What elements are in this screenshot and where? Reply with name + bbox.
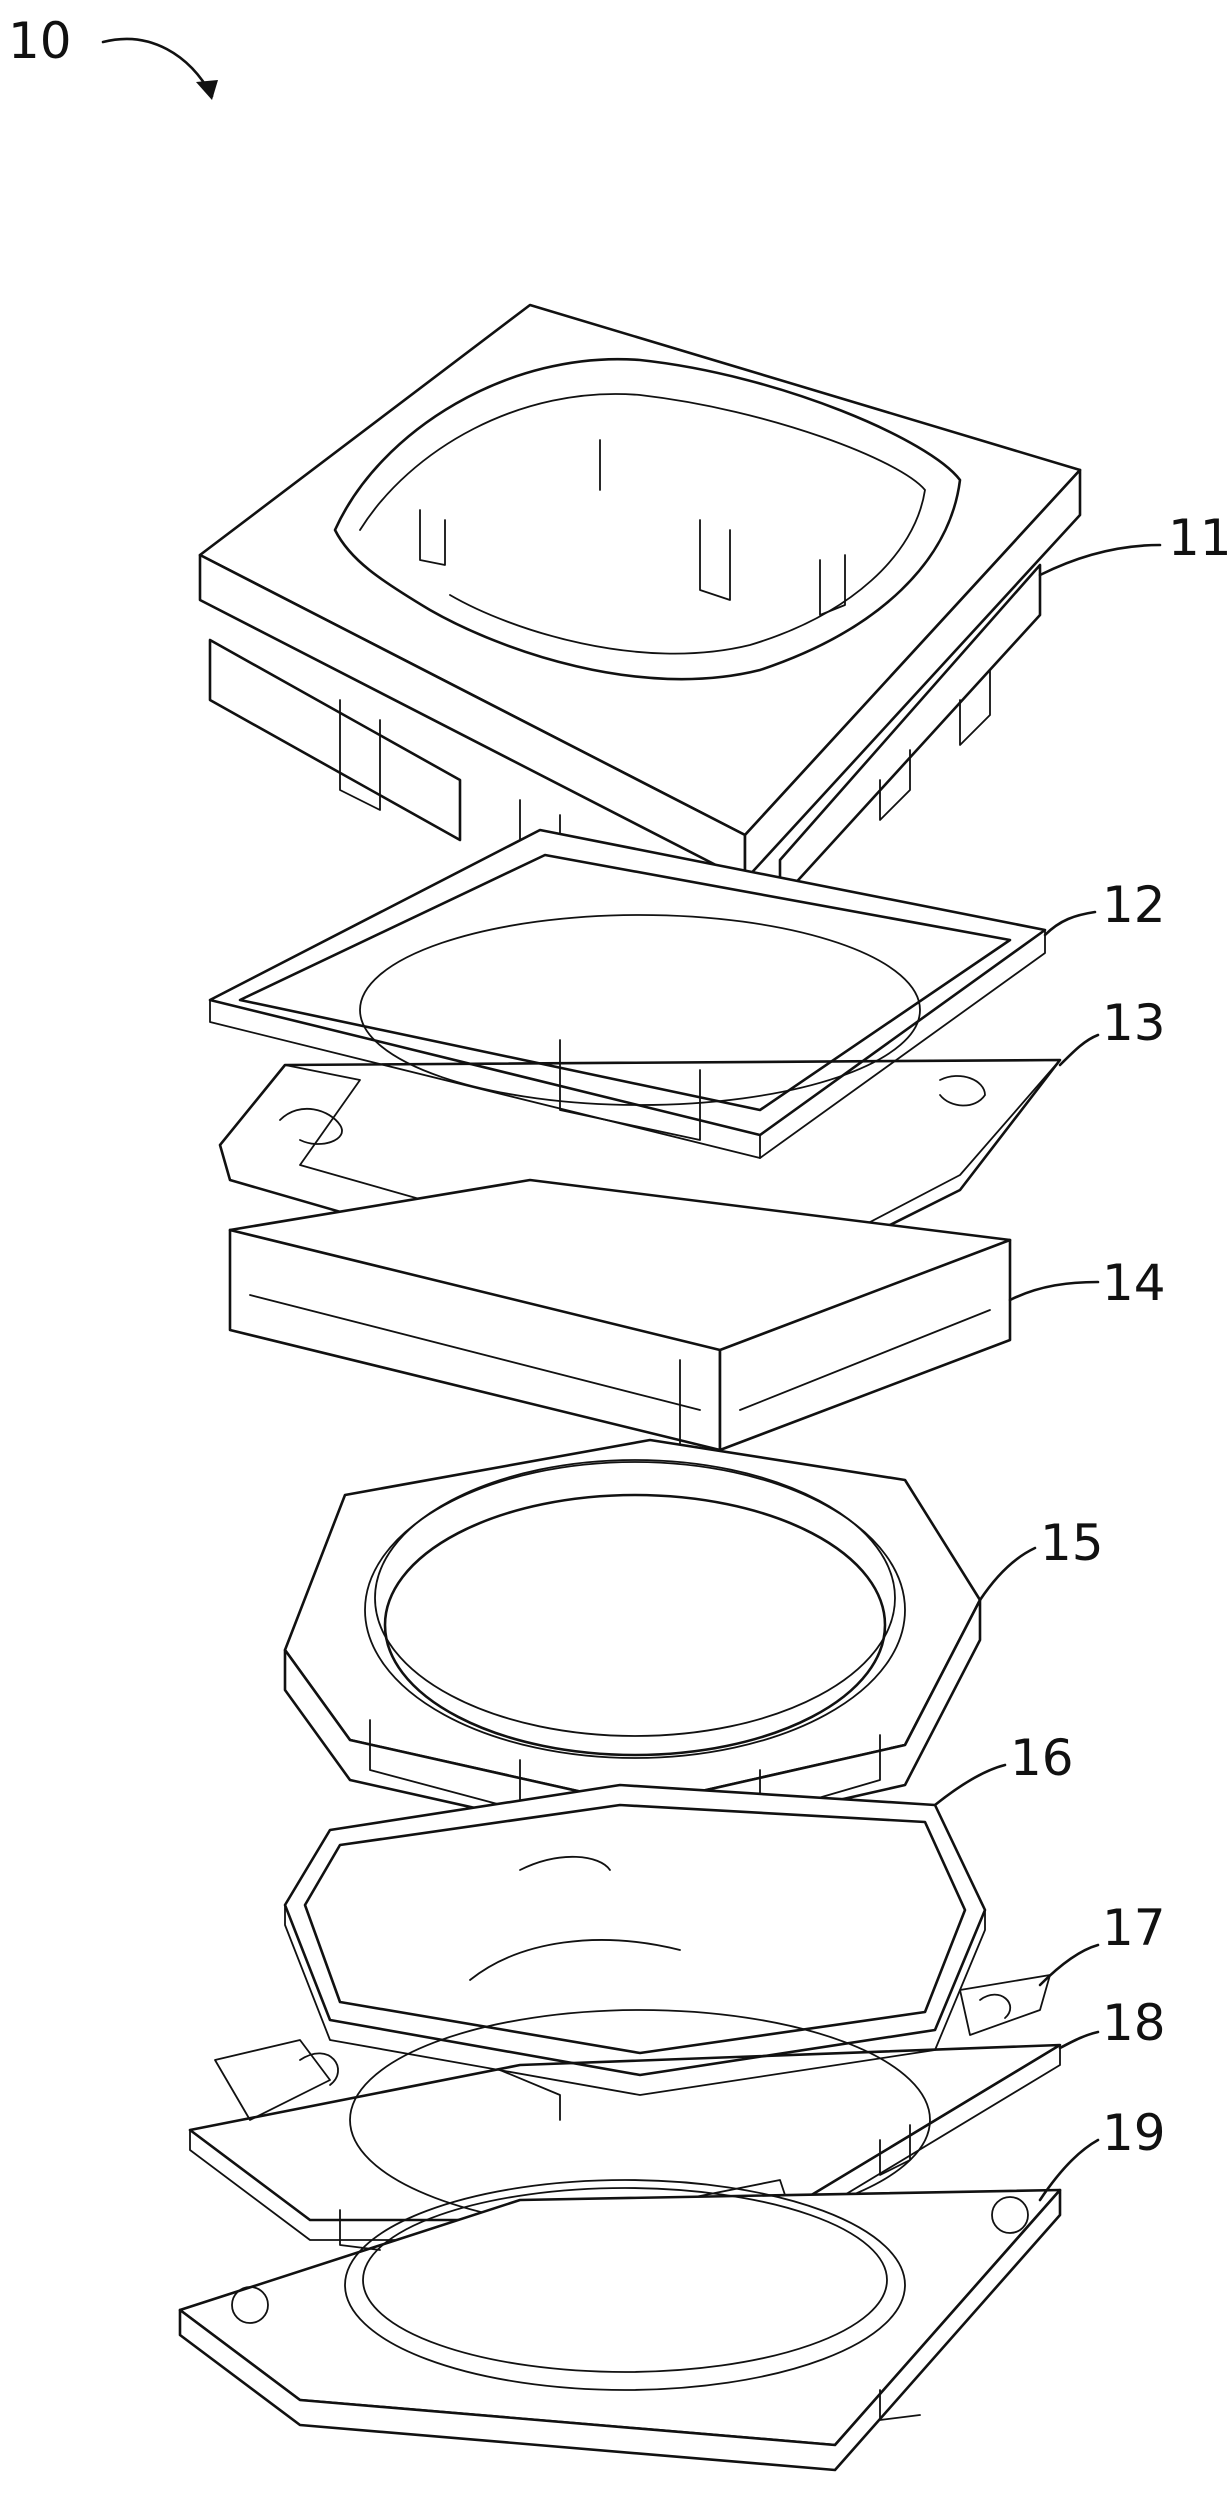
part-16-label: 16 (1010, 1729, 1074, 1787)
part-13-leader (1058, 1033, 1100, 1067)
part-13-label: 13 (1102, 994, 1166, 1052)
part-14-label: 14 (1102, 1254, 1166, 1312)
part-15-label: 15 (1040, 1514, 1104, 1572)
part-16-leader (933, 1763, 1007, 1807)
assembly-arrow (101, 37, 214, 98)
part-17-leader (1038, 1943, 1100, 1987)
part-19-leader (1038, 2138, 1100, 2202)
part-11-housing (198, 303, 1082, 902)
part-12-leader (1043, 910, 1097, 937)
part-12-label: 12 (1102, 876, 1166, 934)
part-12-frame (208, 828, 1047, 1159)
assembly-label: 10 (8, 12, 72, 70)
part-11-leader (1038, 543, 1162, 577)
part-18-label: 18 (1102, 1994, 1166, 2052)
part-15-lens-carrier (283, 1438, 982, 1847)
part-19-base (178, 2179, 1062, 2472)
part-11-label: 11 (1168, 509, 1230, 567)
part-14-magnet-frame (228, 1178, 1012, 1501)
part-17-label: 17 (1102, 1899, 1166, 1957)
part-15-leader (978, 1546, 1037, 1602)
part-14-leader (1008, 1280, 1100, 1302)
part-18-leader (1058, 2030, 1100, 2050)
assembly-arrow-head (196, 80, 218, 100)
part-16-lower-frame (283, 1783, 987, 2096)
part-19-label: 19 (1102, 2104, 1166, 2162)
